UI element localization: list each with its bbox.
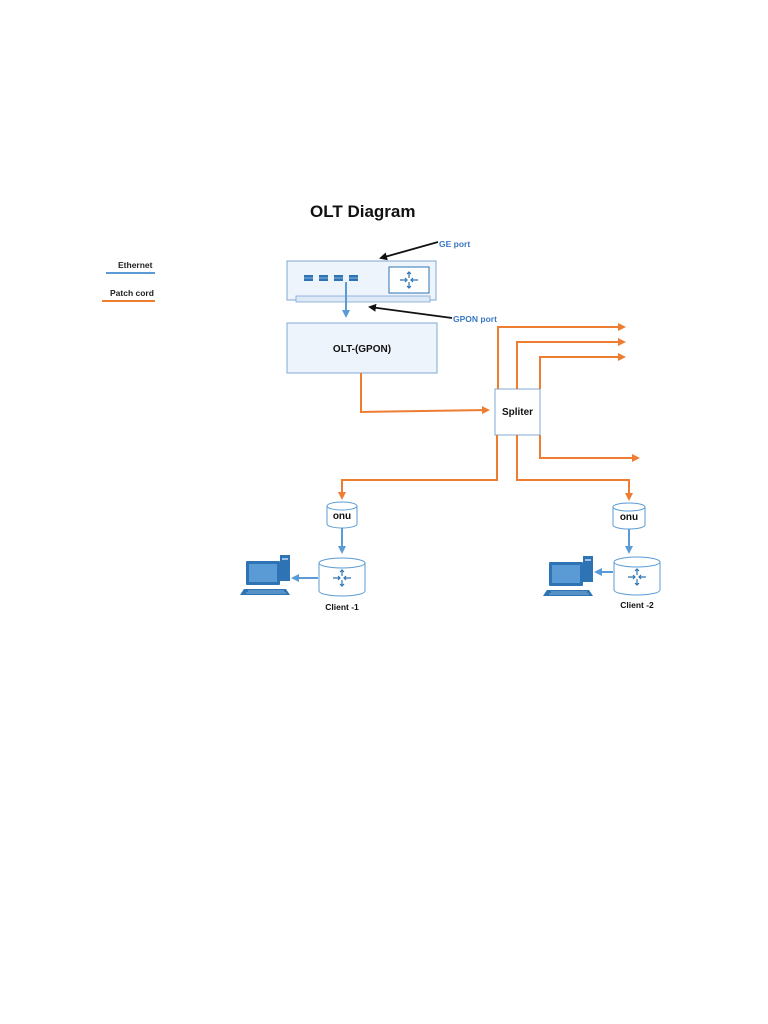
splitter-label: Spliter: [502, 407, 533, 418]
legend-ethernet-label: Ethernet: [118, 260, 153, 270]
patch-output-1: [497, 323, 626, 389]
olt-label: OLT-(GPON): [333, 344, 391, 355]
onu-2-label: onu: [620, 512, 638, 523]
legend-patch-label: Patch cord: [110, 288, 154, 298]
onu-2: onu: [612, 502, 646, 530]
switch-router-icon: [388, 266, 430, 294]
splitter-outputs: [338, 323, 640, 501]
client-2-label: Client -2: [620, 600, 654, 610]
computer-2-icon: [542, 555, 594, 597]
ge-port-arrow: [379, 241, 439, 261]
patch-to-onu-2: [516, 435, 633, 501]
patch-output-4: [539, 435, 640, 462]
ge-port-label: GE port: [439, 239, 470, 249]
client-1-group: onu Client -1: [239, 501, 366, 612]
onu-1: onu: [326, 501, 358, 529]
router-1: [318, 557, 366, 597]
patch-to-onu-1: [338, 435, 498, 500]
patch-output-3: [539, 353, 626, 389]
gpon-switch: [286, 260, 437, 303]
computer-1-icon: [239, 554, 291, 596]
router-2: [613, 556, 661, 596]
switch-base: [295, 295, 431, 303]
legend: Ethernet Patch cord: [102, 260, 155, 302]
switch-ports: [304, 275, 358, 281]
gpon-port-label: GPON port: [453, 314, 497, 324]
olt-to-splitter-link: [360, 373, 490, 415]
client-2-group: onu Client -2: [542, 502, 661, 610]
splitter-box: [494, 388, 541, 436]
client-1-label: Client -1: [325, 602, 359, 612]
diagram-title: OLT Diagram: [310, 202, 415, 221]
gpon-port-arrow: [368, 303, 453, 319]
onu-1-label: onu: [333, 511, 351, 522]
olt-box: [286, 322, 438, 374]
patch-output-2: [516, 338, 626, 389]
